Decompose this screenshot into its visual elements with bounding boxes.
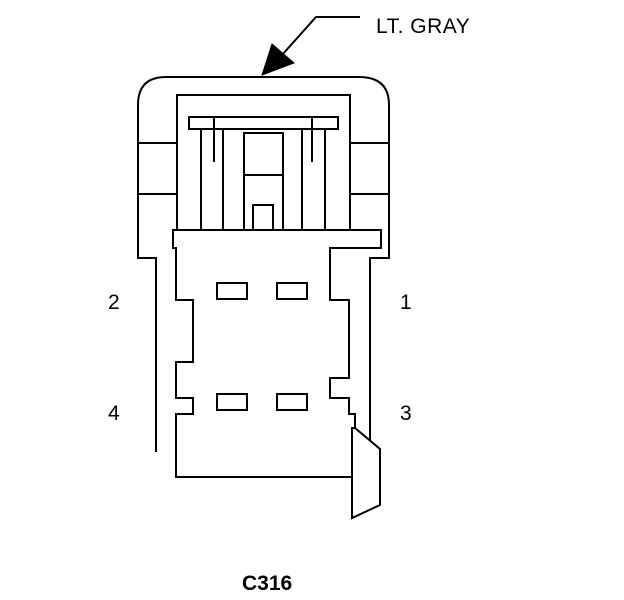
pin-label-4: 4 (108, 402, 120, 425)
connector-housing (137, 76, 390, 452)
terminal-windows (216, 282, 308, 411)
release-tab (351, 427, 381, 520)
pin-label-2: 2 (108, 291, 120, 314)
leader-arrow (261, 16, 360, 76)
locking-latch (188, 116, 339, 231)
wire-color-label: LT. GRAY (376, 15, 471, 38)
pin-label-3: 3 (400, 402, 412, 425)
pin-label-1: 1 (400, 291, 412, 314)
inner-body (172, 229, 382, 478)
housing-side-ribs (138, 142, 389, 195)
connector-id-label: C316 (242, 572, 293, 595)
